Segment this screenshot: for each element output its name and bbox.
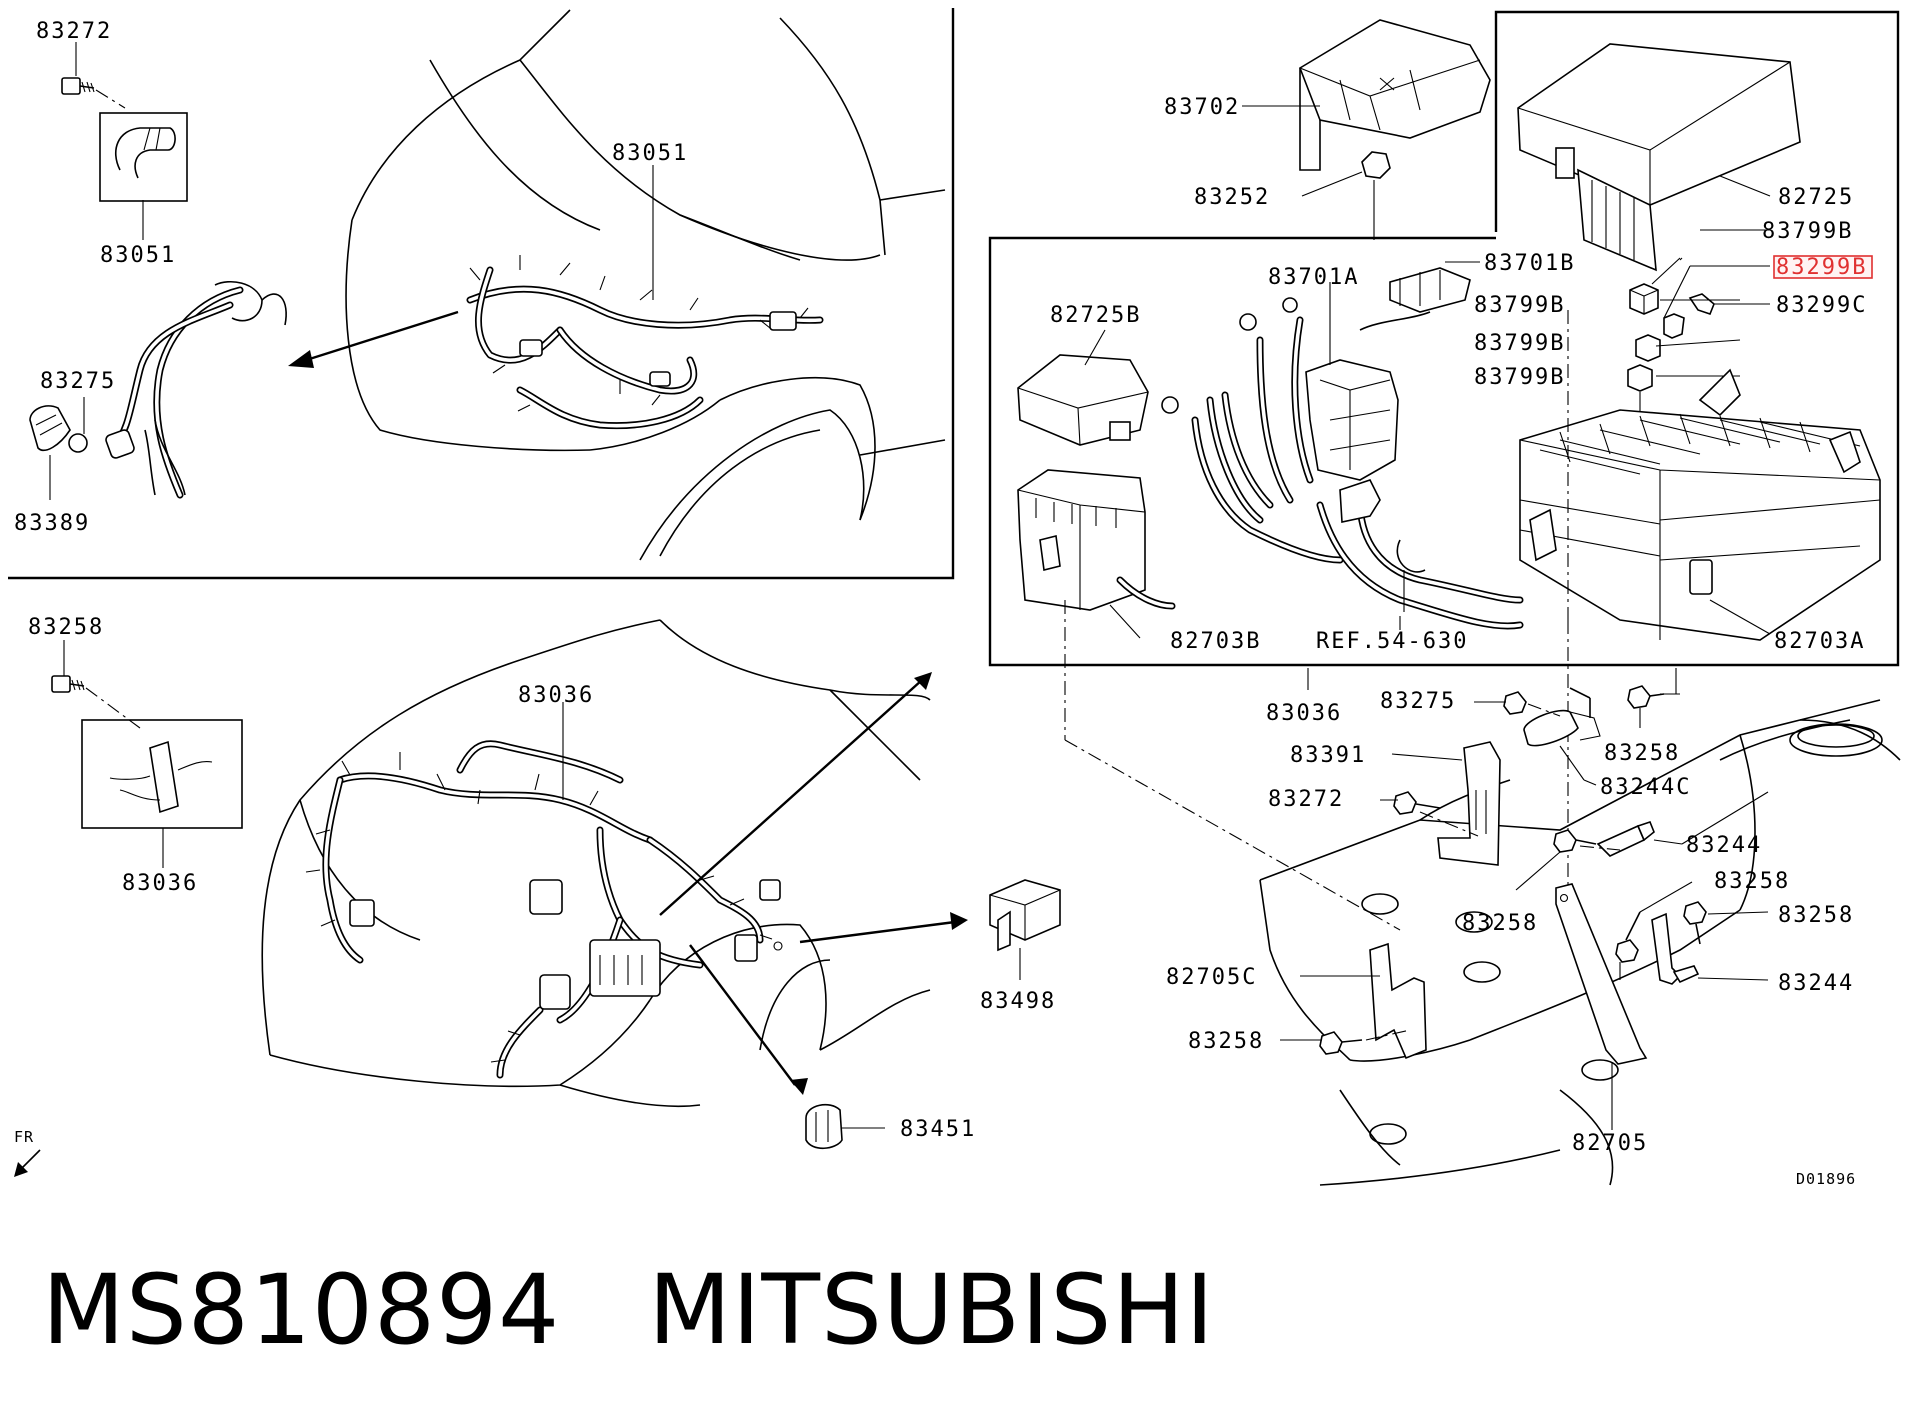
label-83051-inset[interactable]: 83051: [100, 243, 176, 268]
label-83391[interactable]: 83391: [1290, 743, 1366, 768]
label-83244-1[interactable]: 83244: [1686, 833, 1762, 858]
label-82703b[interactable]: 82703B: [1170, 629, 1261, 654]
label-83258-r1[interactable]: 83258: [1604, 741, 1680, 766]
label-82705c[interactable]: 82705C: [1166, 965, 1257, 990]
label-83272-r[interactable]: 83272: [1268, 787, 1344, 812]
diagram-code: D01896: [1796, 1170, 1856, 1188]
label-83258-bl[interactable]: 83258: [28, 615, 104, 640]
label-82705[interactable]: 82705: [1572, 1131, 1648, 1156]
label-83701b[interactable]: 83701B: [1484, 251, 1575, 276]
label-83244c[interactable]: 83244C: [1600, 775, 1691, 800]
part-labels: 83272 83051 83051 83275 83389 83258 8303…: [14, 19, 1867, 1188]
caption: MS810894 MITSUBISHI: [42, 1250, 1215, 1370]
label-83389[interactable]: 83389: [14, 511, 90, 536]
part-number: MS810894: [42, 1254, 561, 1366]
label-82725[interactable]: 82725: [1778, 185, 1854, 210]
label-83036-inset[interactable]: 83036: [122, 871, 198, 896]
label-83498[interactable]: 83498: [980, 989, 1056, 1014]
label-83272-tl[interactable]: 83272: [36, 19, 112, 44]
label-83799b-3[interactable]: 83799B: [1474, 331, 1565, 356]
label-83451[interactable]: 83451: [900, 1117, 976, 1142]
right-panel: [988, 10, 1901, 1186]
label-83701a[interactable]: 83701A: [1268, 265, 1359, 290]
label-83799b-2[interactable]: 83799B: [1474, 293, 1565, 318]
label-83258-r4[interactable]: 83258: [1778, 903, 1854, 928]
label-83275-r[interactable]: 83275: [1380, 689, 1456, 714]
label-83258-r5[interactable]: 83258: [1188, 1029, 1264, 1054]
parts-diagram: 83272 83051 83051 83275 83389 83258 8303…: [8, 8, 1901, 1188]
brand-name: MITSUBISHI: [648, 1254, 1215, 1366]
label-82703a[interactable]: 82703A: [1774, 629, 1865, 654]
label-83799b-4[interactable]: 83799B: [1474, 365, 1565, 390]
label-83299b-highlighted[interactable]: 83299B: [1776, 255, 1867, 280]
label-ref-54-630[interactable]: REF.54-630: [1316, 629, 1468, 654]
front-direction-label: FR: [14, 1128, 34, 1146]
label-83252[interactable]: 83252: [1194, 185, 1270, 210]
label-83244-2[interactable]: 83244: [1778, 971, 1854, 996]
label-83299c[interactable]: 83299C: [1776, 293, 1867, 318]
top-left-panel: [8, 8, 955, 580]
label-83258-r2[interactable]: 83258: [1462, 911, 1538, 936]
label-83036-main[interactable]: 83036: [518, 683, 594, 708]
label-83799b-1[interactable]: 83799B: [1762, 219, 1853, 244]
label-83036-r[interactable]: 83036: [1266, 701, 1342, 726]
label-83051-main[interactable]: 83051: [612, 141, 688, 166]
label-83275-tl[interactable]: 83275: [40, 369, 116, 394]
bottom-left-panel: [14, 619, 1061, 1177]
label-83702[interactable]: 83702: [1164, 95, 1240, 120]
label-83258-r3[interactable]: 83258: [1714, 869, 1790, 894]
label-82725b[interactable]: 82725B: [1050, 303, 1141, 328]
